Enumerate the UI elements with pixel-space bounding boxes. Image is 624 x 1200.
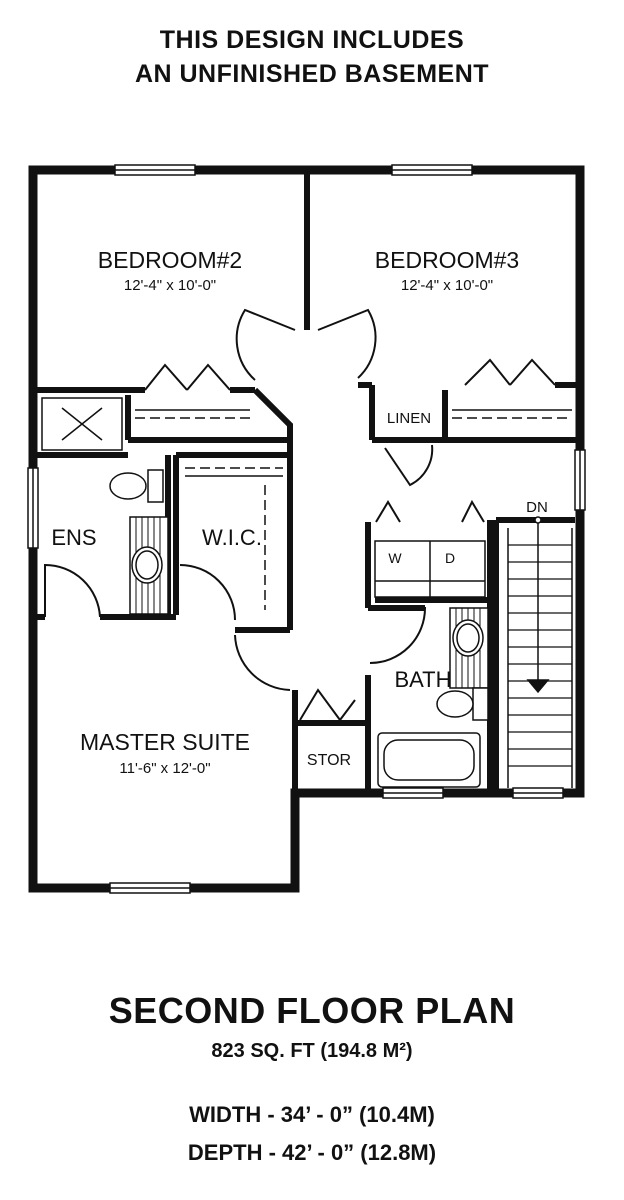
stairs (507, 516, 573, 788)
room-label-storage: STOR (307, 752, 351, 769)
laundry (374, 540, 486, 598)
room-label-ensuite: ENS (51, 525, 96, 550)
room-label-linen: LINEN (387, 410, 431, 427)
room-label-dryer: D (445, 550, 455, 566)
plan-width: WIDTH - 34’ - 0” (10.4M) (189, 1102, 435, 1127)
doors (44, 308, 556, 721)
shower (41, 397, 123, 451)
plan-title: SECOND FLOOR PLAN (108, 990, 516, 1031)
room-label-washer: W (388, 550, 402, 566)
ensuite-fixtures (109, 469, 169, 615)
stairs-down-label: DN (526, 499, 548, 516)
header-line-1: THIS DESIGN INCLUDES (159, 26, 465, 54)
room-label-bedroom2: BEDROOM#2 (98, 247, 242, 273)
room-label-bath: BATH (394, 667, 451, 692)
room-size-bedroom2: 12'-4" x 10'-0" (124, 277, 216, 294)
room-label-master: MASTER SUITE (80, 729, 250, 755)
plan-depth: DEPTH - 42’ - 0” (12.8M) (187, 1140, 437, 1165)
closet-shelves (135, 417, 572, 610)
plan-area: 823 SQ. FT (194.8 M²) (211, 1040, 413, 1062)
room-size-bedroom3: 12'-4" x 10'-0" (401, 277, 493, 294)
bath-fixtures (377, 607, 489, 788)
room-size-master: 11'-6" x 12'-0" (119, 760, 210, 777)
header-line-2: AN UNFINISHED BASEMENT (134, 60, 490, 88)
room-label-bedroom3: BEDROOM#3 (375, 247, 519, 273)
room-label-wic: W.I.C. (202, 525, 262, 550)
windows (27, 164, 586, 894)
